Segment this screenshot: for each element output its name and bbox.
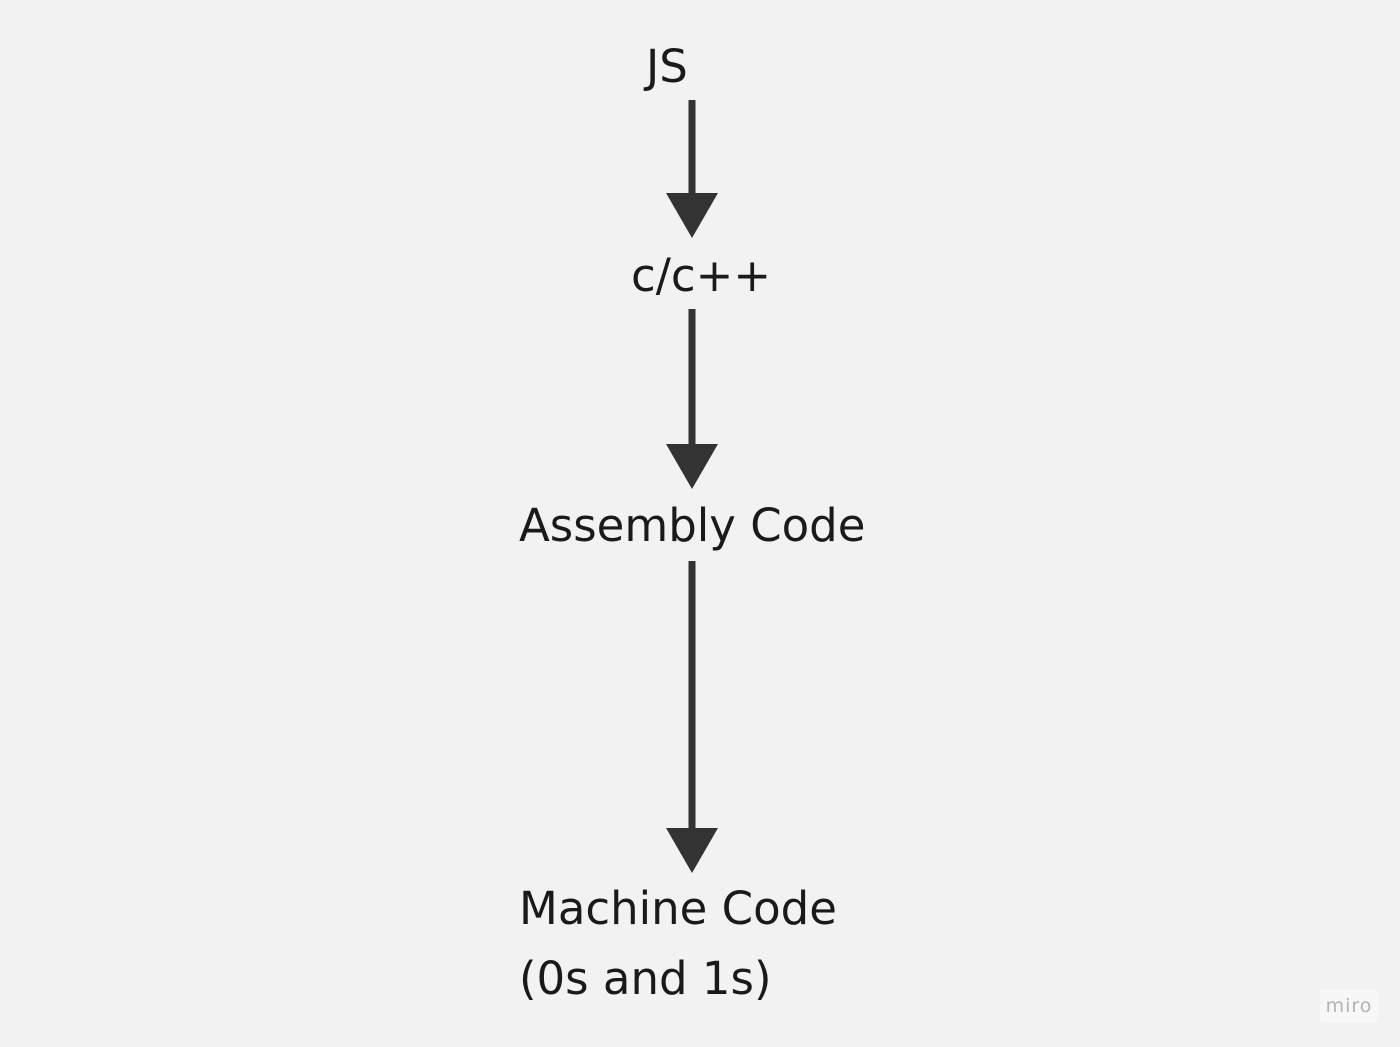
miro-watermark: miro (1320, 989, 1378, 1023)
edge-js-to-cpp (666, 100, 718, 238)
edge-cpp-to-asm (666, 309, 718, 489)
node-js: JS (646, 40, 688, 93)
arrowhead-down-icon (666, 444, 718, 489)
node-machine-code: Machine Code (0s and 1s) (519, 882, 837, 1005)
node-c-cpp: c/c++ (631, 249, 772, 302)
arrowhead-down-icon (666, 193, 718, 238)
edge-asm-to-machine (666, 561, 718, 873)
node-assembly-code: Assembly Code (519, 499, 866, 552)
arrowhead-down-icon (666, 828, 718, 873)
